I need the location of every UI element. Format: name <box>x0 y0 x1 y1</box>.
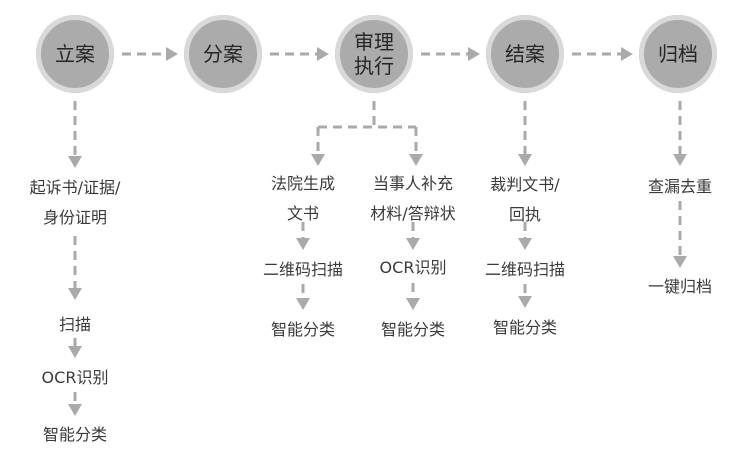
arrowhead-icon <box>68 404 82 416</box>
stage-label: 归档 <box>658 42 698 66</box>
stage-jiean: 结案 <box>486 15 564 93</box>
arrowhead-icon <box>68 288 82 300</box>
arrowhead-icon <box>518 296 532 308</box>
arrowhead-icon <box>518 154 532 166</box>
step-scan: 扫描 <box>58 315 92 334</box>
stage-shenli: 审理 执行 <box>335 15 413 93</box>
stage-label: 结案 <box>505 42 545 66</box>
step-smart-classify: 智能分类 <box>270 320 336 339</box>
step-line: 回执 <box>508 205 541 224</box>
arrowhead-icon <box>311 154 325 166</box>
step-smart-classify: 智能分类 <box>492 318 558 337</box>
step-ocr: OCR识别 <box>41 368 109 387</box>
step-judgment-documents: 裁判文书/ 回执 <box>490 175 559 225</box>
stage-ring <box>184 15 262 93</box>
stage-ring <box>36 15 114 93</box>
arrowhead-icon <box>409 154 423 166</box>
stage-ring <box>486 15 564 93</box>
arrowhead-icon <box>468 47 480 61</box>
step-court-documents: 法院生成 文书 <box>271 174 335 224</box>
stage-fenan: 分案 <box>184 15 262 93</box>
stage-label: 分案 <box>203 42 243 66</box>
stage-guidang: 归档 <box>639 15 717 93</box>
arrowhead-icon <box>296 298 310 310</box>
stage-lian: 立案 <box>36 15 114 93</box>
step-line: 起诉书/证据/ <box>29 178 121 197</box>
arrowhead-icon <box>296 238 310 250</box>
arrowhead-icon <box>518 238 532 250</box>
step-qr-scan: 二维码扫描 <box>484 260 566 279</box>
arrowhead-icon <box>673 154 687 166</box>
step-dedupe: 查漏去重 <box>647 177 713 196</box>
arrowhead-icon <box>406 238 420 250</box>
step-line: 当事人补充 <box>372 174 453 193</box>
step-line: 身份证明 <box>42 208 108 227</box>
arrowhead-icon <box>68 346 82 358</box>
step-ocr: OCR识别 <box>379 258 447 277</box>
step-line: 材料/答辩状 <box>370 204 456 223</box>
step-filing-documents: 起诉书/证据/ 身份证明 <box>30 178 121 228</box>
arrowhead-icon <box>317 47 329 61</box>
arrowhead-icon <box>673 256 687 268</box>
stage-ring <box>335 15 413 93</box>
arrowhead-icon <box>68 156 82 168</box>
step-party-materials: 当事人补充 材料/答辩状 <box>370 174 455 224</box>
step-qr-scan: 二维码扫描 <box>262 260 344 279</box>
step-line: 裁判文书/ <box>490 175 560 194</box>
arrowhead-icon <box>166 47 178 61</box>
stage-label-line2: 执行 <box>354 54 394 78</box>
step-line: 法院生成 <box>270 174 336 193</box>
arrowhead-icon <box>621 47 633 61</box>
arrowhead-icon <box>406 298 420 310</box>
step-line: 文书 <box>286 204 320 223</box>
step-one-click-archive: 一键归档 <box>647 277 713 296</box>
stage-label-line1: 审理 <box>354 30 394 54</box>
step-smart-classify: 智能分类 <box>42 425 108 444</box>
step-smart-classify: 智能分类 <box>380 320 446 339</box>
stage-ring <box>639 15 717 93</box>
stage-label: 立案 <box>55 42 95 66</box>
